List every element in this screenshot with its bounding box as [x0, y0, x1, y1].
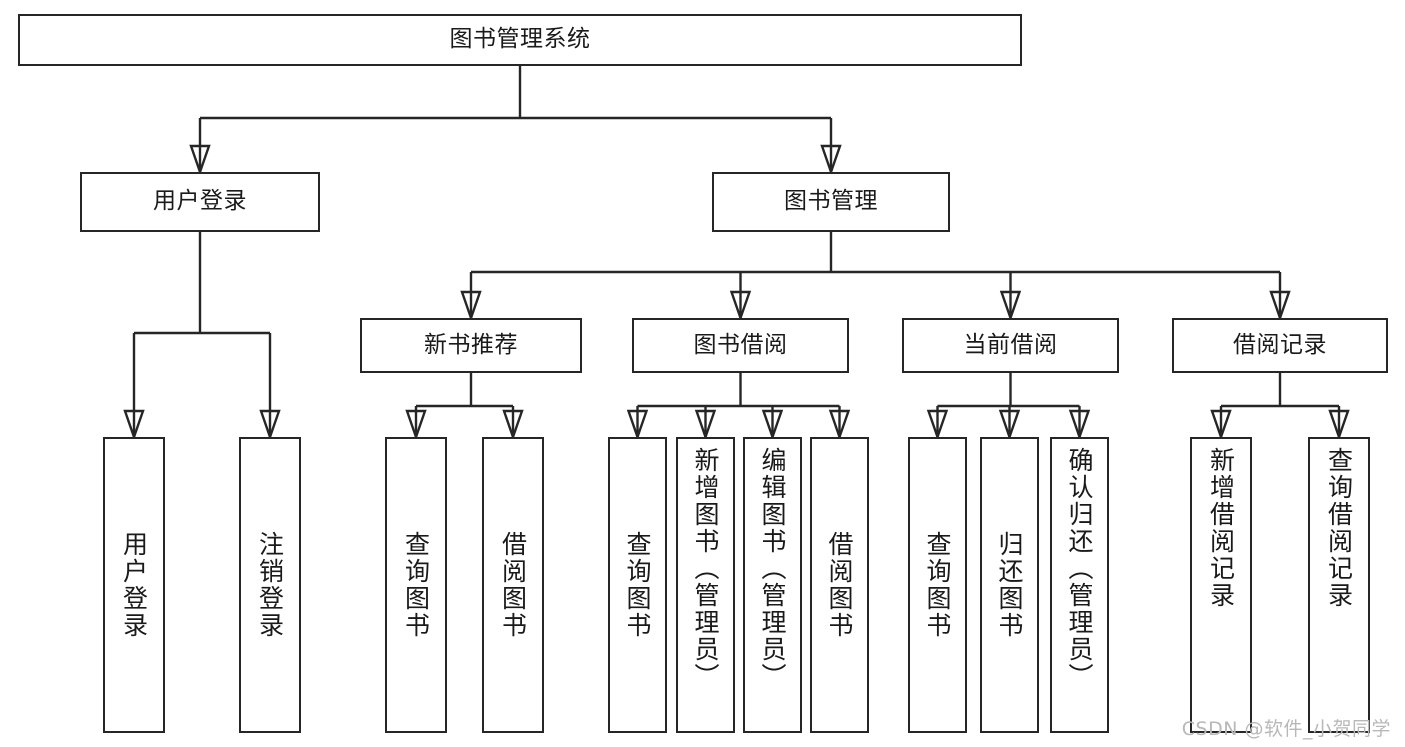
node-l6[interactable]: 新增图书（管理员） [676, 437, 735, 733]
node-label: 借阅记录 [1233, 331, 1327, 358]
node-label: 归还图书 [995, 531, 1024, 639]
node-l7[interactable]: 编辑图书（管理员） [743, 437, 802, 733]
node-label: 图书借阅 [693, 331, 788, 358]
node-root[interactable]: 图书管理系统 [18, 14, 1022, 66]
node-newbook[interactable]: 新书推荐 [360, 318, 582, 373]
node-l8[interactable]: 借阅图书 [810, 437, 869, 733]
node-login[interactable]: 用户登录 [80, 172, 320, 232]
node-label: 图书管理 [784, 188, 878, 215]
node-label: 查询借阅记录 [1324, 447, 1354, 609]
node-label: 新增图书（管理员） [691, 447, 720, 690]
node-label: 用户登录 [153, 188, 247, 215]
node-label: 借阅图书 [498, 531, 528, 639]
node-label: 注销登录 [255, 531, 285, 639]
node-label: 编辑图书（管理员） [758, 447, 787, 690]
node-label: 查询图书 [923, 531, 952, 639]
node-l2[interactable]: 注销登录 [239, 437, 301, 733]
node-l5[interactable]: 查询图书 [608, 437, 667, 733]
node-label: 用户登录 [119, 531, 149, 639]
watermark: CSDN @软件_小贺同学 [1181, 718, 1391, 740]
node-label: 确认归还（管理员） [1065, 447, 1094, 690]
node-l12[interactable]: 新增借阅记录 [1190, 437, 1252, 733]
node-label: 图书管理系统 [449, 26, 591, 53]
node-label: 新增借阅记录 [1206, 447, 1236, 609]
node-l10[interactable]: 归还图书 [980, 437, 1039, 733]
node-borrow[interactable]: 图书借阅 [632, 318, 849, 373]
node-label: 查询图书 [623, 531, 652, 639]
node-bookmgmt[interactable]: 图书管理 [712, 172, 950, 232]
node-label: 当前借阅 [963, 331, 1058, 358]
node-l13[interactable]: 查询借阅记录 [1308, 437, 1370, 733]
node-records[interactable]: 借阅记录 [1172, 318, 1388, 373]
node-l4[interactable]: 借阅图书 [482, 437, 544, 733]
node-l3[interactable]: 查询图书 [385, 437, 447, 733]
node-current[interactable]: 当前借阅 [902, 318, 1119, 373]
node-label: 新书推荐 [424, 331, 518, 358]
node-l9[interactable]: 查询图书 [908, 437, 967, 733]
node-label: 借阅图书 [825, 531, 854, 639]
node-l1[interactable]: 用户登录 [103, 437, 165, 733]
node-l11[interactable]: 确认归还（管理员） [1050, 437, 1109, 733]
node-label: 查询图书 [401, 531, 431, 639]
